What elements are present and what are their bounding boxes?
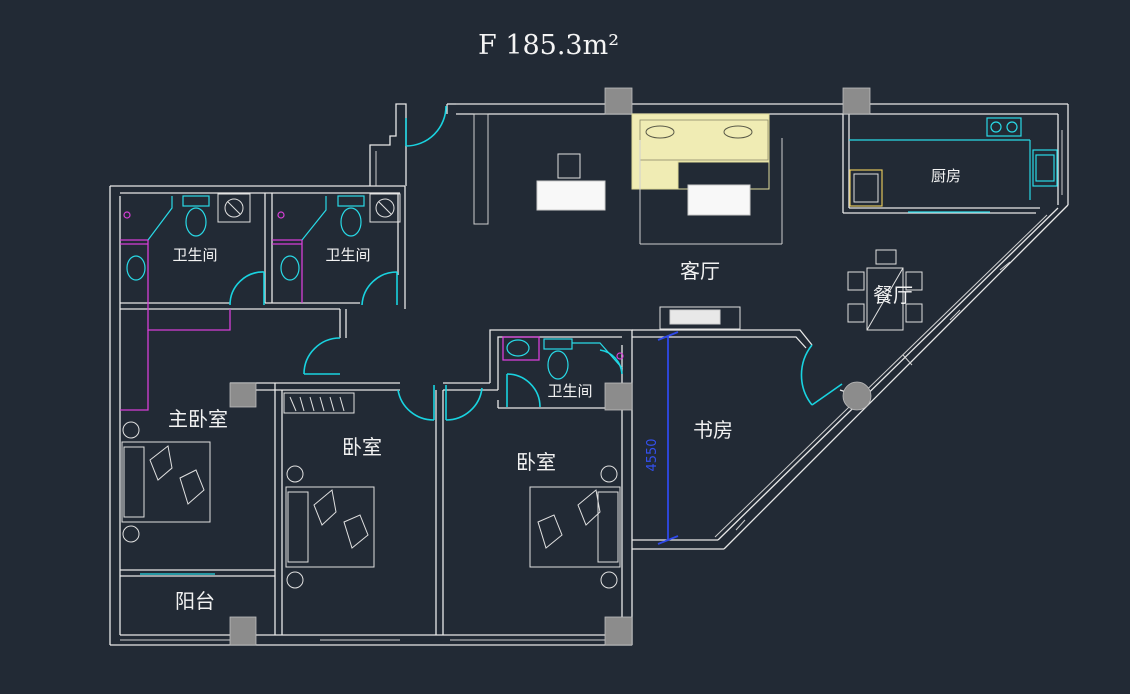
exterior-walls (109, 103, 1069, 646)
room-label-dining-room: 餐厅 (873, 283, 913, 307)
dining-set (847, 249, 923, 331)
room-label-balcony: 阳台 (175, 589, 215, 613)
room-label-bedroom-1: 卧室 (342, 435, 382, 459)
doors (229, 105, 843, 421)
dimension-label: 4550 (645, 438, 660, 471)
room-label-living-room: 客厅 (680, 259, 720, 283)
room-labels: 客厅 餐厅 厨房 主卧室 卧室 卧室 书房 阳台 卫生间 卫生间 卫生间 (168, 167, 961, 613)
room-label-bathroom-2: 卫生间 (325, 246, 370, 264)
room-label-study: 书房 (693, 418, 733, 442)
living-room-furniture (536, 113, 783, 330)
room-label-master-bedroom: 主卧室 (168, 407, 228, 431)
plan-title: F 185.3m² (478, 30, 619, 61)
room-label-bathroom-1: 卫生间 (172, 246, 217, 264)
beds (121, 421, 621, 589)
windows (735, 261, 1011, 531)
room-label-bathroom-3: 卫生间 (547, 382, 592, 400)
structural-columns (229, 87, 872, 646)
dimension-line: 4550 (645, 331, 679, 545)
kitchen-fixtures (849, 117, 1058, 207)
room-label-bedroom-2: 卧室 (516, 450, 556, 474)
bathroom-fixtures (120, 193, 624, 411)
interior-walls (120, 113, 1040, 635)
wardrobe (283, 392, 355, 414)
room-label-kitchen: 厨房 (931, 167, 961, 185)
